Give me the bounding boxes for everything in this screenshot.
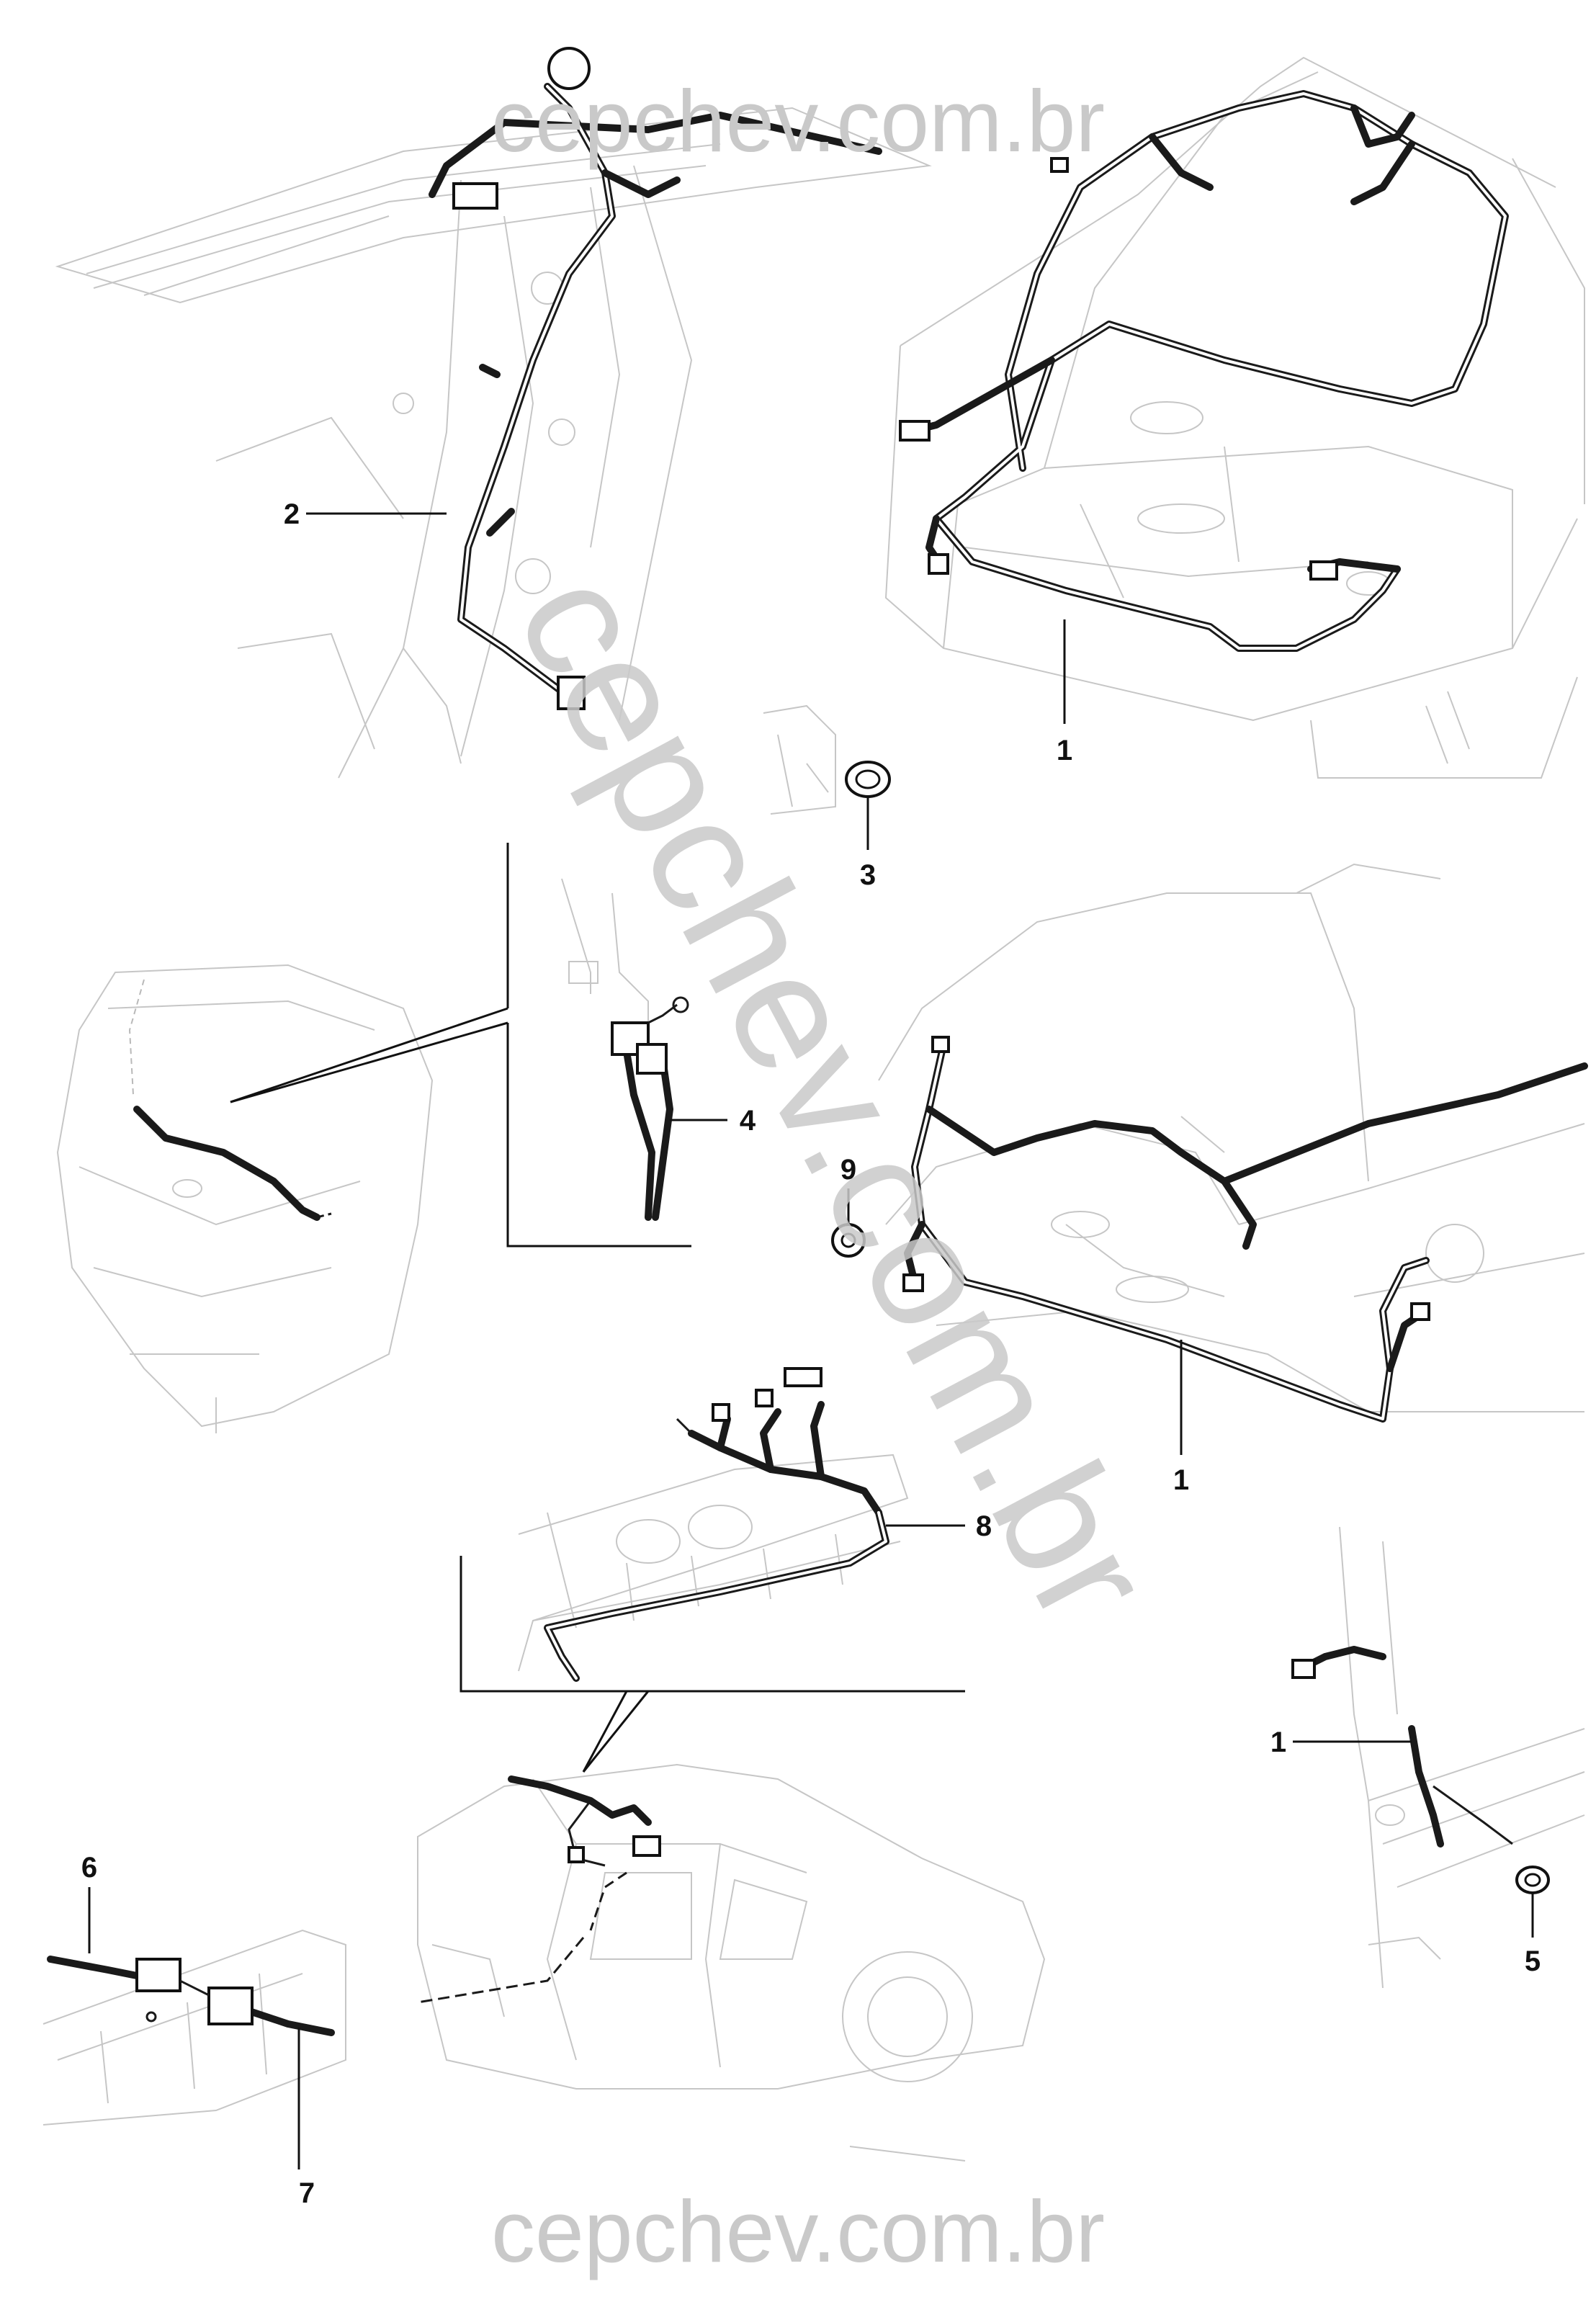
sedan-view [417,1763,1046,2162]
callout-9-clip: 9 [840,1154,856,1186]
callout-3-grommet: 3 [860,859,876,891]
clip-9-view [831,1188,866,1258]
watermark-top: cepchev.com.br [491,72,1105,170]
callout-2-pillar: 2 [284,498,300,530]
callout-7-connector: 7 [299,2177,315,2209]
callout-5-grommet: 5 [1525,1945,1541,1977]
pillar-harness-view [55,47,932,779]
grommet-3-view [763,704,891,850]
trunk-harness-view [884,56,1585,779]
callout-4-connector: 4 [740,1105,756,1137]
rocker-harness-view [1291,1526,1585,1989]
rear-overview-view [56,843,727,1433]
watermark-bottom: cepchev.com.br [491,2182,1105,2280]
connector-6-7-view [42,1887,346,2169]
floor-harness-view [878,863,1588,1455]
callout-8-rear-panel: 8 [976,1510,992,1542]
callout-6-connector: 6 [81,1852,97,1884]
callout-1-floor: 1 [1173,1464,1189,1496]
callout-1-trunk: 1 [1057,735,1072,766]
rear-panel-harness-view [459,1367,965,1773]
callout-1-rocker: 1 [1270,1726,1286,1758]
